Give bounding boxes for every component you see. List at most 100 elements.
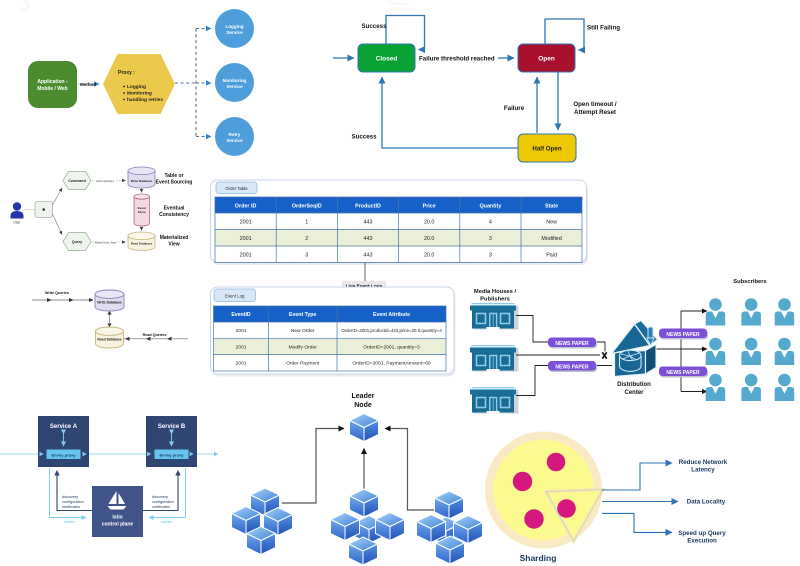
svg-text:Event Log: Event Log — [225, 293, 245, 298]
svg-text:Envoy proxy: Envoy proxy — [159, 452, 184, 457]
svg-text:Success: Success — [361, 23, 387, 30]
svg-text:443: 443 — [364, 220, 373, 226]
svg-text:Failure threshold reached: Failure threshold reached — [419, 56, 495, 63]
svg-text:Service A: Service A — [50, 424, 78, 430]
svg-text:Media Houses /: Media Houses / — [474, 289, 517, 295]
svg-text:Write Database: Write Database — [97, 301, 122, 305]
svg-text:ProductID: ProductID — [355, 204, 381, 210]
svg-text:Order Payment: Order Payment — [286, 361, 320, 367]
svg-text:User: User — [13, 221, 21, 225]
svg-text:View: View — [168, 242, 179, 248]
svg-text:Reduce Network: Reduce Network — [679, 459, 728, 466]
svg-text:20.0: 20.0 — [424, 220, 435, 226]
svg-text:NEWS PAPER: NEWS PAPER — [666, 332, 700, 338]
svg-text:Modified: Modified — [541, 236, 561, 242]
svg-text:NEWS PAPER: NEWS PAPER — [666, 370, 700, 376]
svg-text:Eventual: Eventual — [164, 206, 185, 212]
svg-text:Application -: Application - — [37, 79, 68, 85]
svg-text:Service B: Service B — [158, 424, 186, 430]
svg-text:Event Type: Event Type — [289, 312, 316, 318]
svg-text:control plane: control plane — [102, 522, 134, 528]
svg-text:Write Queries: Write Queries — [45, 291, 69, 295]
svg-text:Read Database: Read Database — [97, 338, 121, 342]
svg-text:Service: Service — [226, 30, 243, 35]
svg-text:certificates: certificates — [62, 505, 80, 509]
svg-text:Consistency: Consistency — [159, 212, 189, 218]
svg-text:State: State — [545, 204, 558, 210]
svg-text:2001: 2001 — [240, 236, 252, 242]
svg-text:Mobile / Web: Mobile / Web — [37, 86, 67, 92]
svg-text:Node: Node — [354, 402, 372, 409]
svg-text:Price: Price — [423, 204, 436, 210]
svg-text:NEWS PAPER: NEWS PAPER — [555, 341, 589, 347]
svg-text:Paid: Paid — [546, 253, 557, 259]
svg-text:Open timeout /: Open timeout / — [573, 101, 617, 108]
svg-text:3: 3 — [489, 236, 492, 242]
svg-text:Leader: Leader — [352, 393, 375, 400]
svg-text:Latency: Latency — [691, 467, 715, 474]
svg-text:2001: 2001 — [236, 344, 247, 350]
svg-text:2001: 2001 — [236, 328, 247, 334]
svg-text:metrics: metrics — [64, 520, 75, 524]
svg-text:Logging: Logging — [127, 84, 146, 90]
svg-text:Order Table: Order Table — [225, 186, 248, 191]
svg-text:Table or: Table or — [164, 173, 183, 179]
svg-text:OrderSeqID: OrderSeqID — [292, 204, 322, 210]
svg-text:New Order: New Order — [291, 328, 315, 334]
svg-text:4: 4 — [489, 220, 492, 226]
svg-text:discovery: discovery — [62, 495, 78, 499]
svg-text:Event Attribute: Event Attribute — [373, 312, 410, 318]
svg-text:discovery: discovery — [152, 495, 168, 499]
svg-text:configuration: configuration — [62, 500, 84, 504]
svg-text:Monitoring: Monitoring — [223, 78, 247, 83]
svg-text:Query: Query — [72, 240, 82, 244]
svg-text:Monitoring: Monitoring — [127, 91, 152, 97]
svg-text:2001: 2001 — [240, 220, 252, 226]
svg-text:New: New — [546, 220, 557, 226]
svg-text:Still Failing: Still Failing — [587, 25, 620, 32]
svg-text:2001: 2001 — [240, 253, 252, 259]
svg-text:Proxy :: Proxy : — [118, 70, 135, 76]
svg-text:write Queries: write Queries — [96, 179, 114, 183]
svg-text:Attempt Reset: Attempt Reset — [574, 109, 616, 116]
svg-text:2001: 2001 — [236, 361, 247, 367]
svg-text:20.0: 20.0 — [424, 236, 435, 242]
svg-text:EventID: EventID — [231, 312, 251, 318]
svg-text:1: 1 — [305, 220, 308, 226]
svg-text:443: 443 — [364, 253, 373, 259]
svg-text:Speed up Query: Speed up Query — [678, 530, 726, 537]
svg-text:2: 2 — [305, 236, 308, 242]
svg-text:Retry: Retry — [229, 132, 241, 137]
svg-text:Data Locality: Data Locality — [687, 499, 726, 506]
svg-text:Failure: Failure — [504, 105, 525, 112]
svg-text:OrderID=2001,productid=443,pri: OrderID=2001,productid=443,price=20.0,qu… — [341, 328, 442, 333]
svg-text:certificates: certificates — [152, 505, 170, 509]
svg-text:OrderID=2001, PaymentAmount=60: OrderID=2001, PaymentAmount=60 — [352, 361, 431, 367]
svg-text:Read-Only View: Read-Only View — [95, 241, 117, 245]
svg-text:NEWS PAPER: NEWS PAPER — [555, 364, 589, 370]
svg-text:3: 3 — [305, 253, 308, 259]
svg-text:Sharding: Sharding — [520, 553, 557, 563]
svg-text:Distribution: Distribution — [617, 382, 651, 388]
svg-text:metrics: metrics — [161, 520, 172, 524]
svg-text:Envoy proxy: Envoy proxy — [51, 452, 76, 457]
svg-text:handling retries: handling retries — [127, 97, 163, 103]
svg-text:443: 443 — [364, 236, 373, 242]
svg-text:Event: Event — [138, 206, 146, 210]
svg-text:Center: Center — [624, 390, 644, 396]
svg-text:Open: Open — [538, 56, 555, 63]
svg-text:Command: Command — [68, 179, 86, 183]
svg-text:Store: Store — [138, 210, 146, 214]
svg-text:Write Database: Write Database — [131, 179, 153, 183]
svg-text:Logging: Logging — [225, 24, 243, 29]
svg-text:Closed: Closed — [376, 56, 398, 63]
svg-text:3: 3 — [489, 253, 492, 259]
svg-text:Subscribers: Subscribers — [733, 279, 767, 285]
svg-text:20.0: 20.0 — [424, 253, 435, 259]
svg-text:Materialized: Materialized — [160, 235, 189, 241]
svg-text:Execution: Execution — [687, 538, 717, 545]
svg-text:Method: Method — [80, 82, 96, 87]
svg-text:Half Open: Half Open — [532, 146, 561, 153]
svg-text:Read Database: Read Database — [131, 242, 153, 246]
svg-text:Service: Service — [226, 138, 243, 143]
